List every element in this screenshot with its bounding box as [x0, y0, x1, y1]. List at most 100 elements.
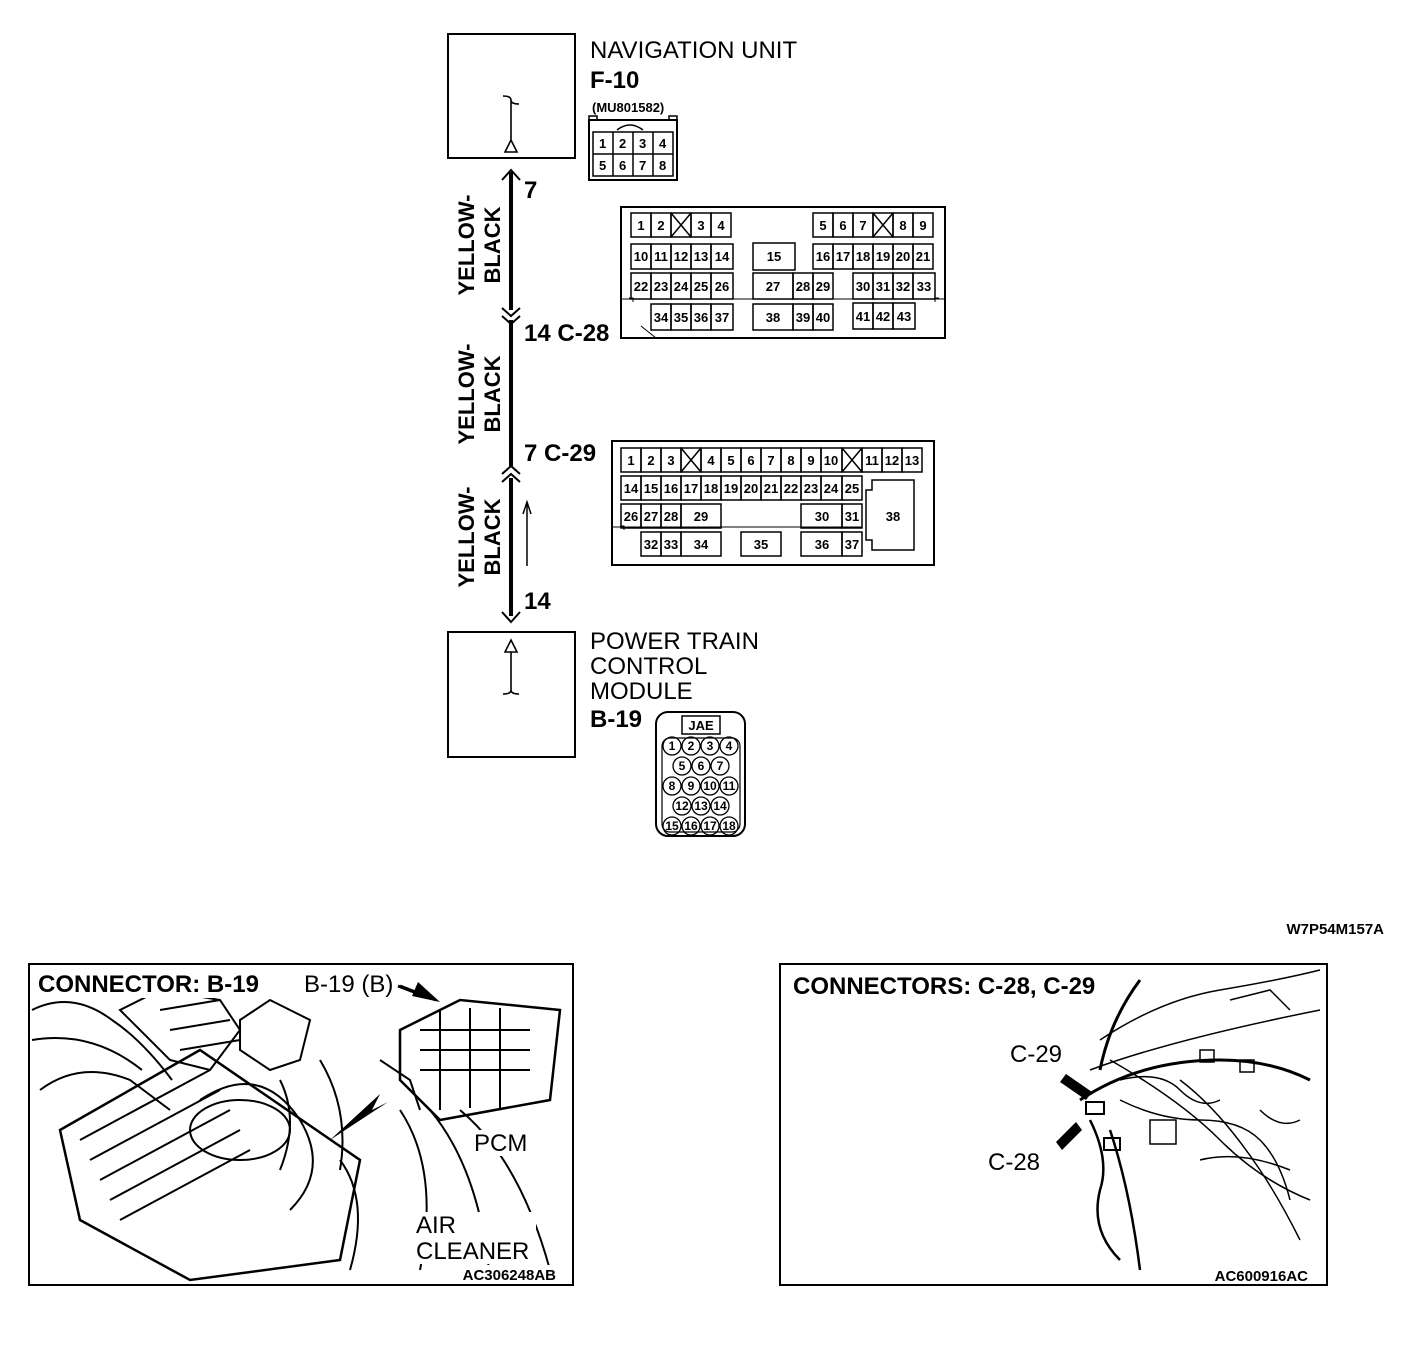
- svg-text:BLACK: BLACK: [480, 355, 505, 432]
- f10-connector-face: 1 2 3 4 5 6 7 8: [588, 115, 678, 181]
- f10-pin: 5: [599, 158, 606, 173]
- label-air-cleaner: CLEANER: [416, 1238, 529, 1265]
- b19-pin: 13: [694, 799, 708, 813]
- wire-color-label: YELLOW- BLACK: [454, 487, 505, 588]
- b19-pin: 17: [703, 819, 717, 833]
- label-pcm: PCM: [474, 1130, 527, 1157]
- c29-pin: 8: [787, 453, 794, 468]
- c28-pin: 43: [897, 309, 911, 324]
- f10-pin: 1: [599, 136, 606, 151]
- c28-pin: 8: [899, 218, 906, 233]
- junction-symbol-c28: [501, 307, 521, 326]
- c28-pin: 39: [796, 310, 810, 325]
- b19-pin: 2: [688, 739, 695, 753]
- c28-connector-face: 1 2 3 4 5 6 7 8 9 10 11 12 13 14 15 16 1…: [620, 206, 946, 339]
- svg-text:YELLOW-: YELLOW-: [454, 195, 479, 296]
- c29-pin: 5: [727, 453, 734, 468]
- b19-pin: 16: [684, 819, 698, 833]
- signal-direction-arrow: [522, 499, 532, 566]
- c29-pin: 13: [905, 453, 919, 468]
- c28-pin: 13: [694, 249, 708, 264]
- c28-pin: 2: [657, 218, 664, 233]
- c28-pin: 5: [819, 218, 826, 233]
- c28-pin: 16: [816, 249, 830, 264]
- f10-pin: 6: [619, 158, 626, 173]
- c29-pin: 28: [664, 509, 678, 524]
- svg-text:YELLOW-: YELLOW-: [454, 487, 479, 588]
- c29-pin: 32: [644, 537, 658, 552]
- c28-pin: 4: [717, 218, 725, 233]
- c28-pin: 22: [634, 279, 648, 294]
- panel-c28-c29-title: CONNECTORS: C-28, C-29: [793, 973, 1095, 1000]
- f10-pin: 4: [659, 136, 667, 151]
- nav-terminal-symbol: [502, 95, 520, 153]
- f10-pin: 7: [639, 158, 646, 173]
- c29-pin: 38: [886, 509, 900, 524]
- c28-pin: 25: [694, 279, 708, 294]
- c29-pin: 4: [707, 453, 715, 468]
- c28-pin: 3: [697, 218, 704, 233]
- f10-pin: 2: [619, 136, 626, 151]
- c29-pin: 7: [767, 453, 774, 468]
- b19-pin: 4: [726, 739, 733, 753]
- c28-pin: 37: [715, 310, 729, 325]
- c28-pin: 38: [766, 310, 780, 325]
- c29-pin: 10: [824, 453, 838, 468]
- c29-pin: 27: [644, 509, 658, 524]
- c28-pin: 35: [674, 310, 688, 325]
- junction-symbol-c29: [501, 464, 521, 483]
- svg-text:BLACK: BLACK: [480, 498, 505, 575]
- b19-pin: 12: [675, 799, 689, 813]
- c28-pin: 27: [766, 279, 780, 294]
- b19-pin: 1: [669, 739, 676, 753]
- c29-pin: 29: [694, 509, 708, 524]
- c29-pin: 22: [784, 481, 798, 496]
- c29-pin: 31: [845, 509, 859, 524]
- c29-pin: 16: [664, 481, 678, 496]
- c28-pin: 33: [917, 279, 931, 294]
- c28-pin: 42: [876, 309, 890, 324]
- c28-pin: 32: [896, 279, 910, 294]
- panel-b19-code: AC306248AB: [463, 1267, 557, 1284]
- svg-text:YELLOW-: YELLOW-: [454, 344, 479, 445]
- pin-label-c29: 7 C-29: [524, 440, 596, 467]
- panel-b19-title: CONNECTOR: B-19: [38, 971, 259, 998]
- c29-pin: 6: [747, 453, 754, 468]
- b19-pin: 5: [679, 759, 686, 773]
- label-c28: C-28: [988, 1149, 1040, 1176]
- b19-connector-face: JAE 1 2 3 4 5 6 7 8 9 10 11 12 13 14 15 …: [655, 711, 746, 837]
- c28-pin: 15: [767, 249, 781, 264]
- c28-pin: 18: [856, 249, 870, 264]
- panel-connector-b19: CONNECTOR: B-19 B-19 (B) PCM AIR CLEANER…: [28, 963, 574, 1286]
- c29-pin: 9: [807, 453, 814, 468]
- c28-pin: 9: [919, 218, 926, 233]
- navigation-unit-part-number: (MU801582): [592, 100, 664, 115]
- c29-pin: 18: [704, 481, 718, 496]
- c29-pin: 37: [845, 537, 859, 552]
- c29-pin: 24: [824, 481, 839, 496]
- c28-pin: 34: [654, 310, 669, 325]
- panel-c28-c29-code: AC600916AC: [1215, 1268, 1309, 1285]
- c29-pin: 33: [664, 537, 678, 552]
- b19-pin: 6: [698, 759, 705, 773]
- callout-arrow-b19-head: [412, 982, 440, 1002]
- pin-label-b19: 14: [524, 588, 551, 615]
- navigation-unit-label: NAVIGATION UNIT: [590, 37, 797, 64]
- dashboard-harness-illustration: [1079, 969, 1321, 1271]
- b19-pin: 11: [723, 779, 736, 793]
- b19-pin: 18: [722, 819, 736, 833]
- b19-pin: 9: [688, 779, 695, 793]
- c28-pin: 23: [654, 279, 668, 294]
- c29-pin: 3: [667, 453, 674, 468]
- pcm-label-line: CONTROL: [590, 653, 707, 680]
- wire-color-label: YELLOW- BLACK: [454, 344, 505, 445]
- f10-pin: 3: [639, 136, 646, 151]
- pin-label-f10: 7: [524, 177, 537, 204]
- b19-pin: 7: [717, 759, 724, 773]
- c29-pin: 19: [724, 481, 738, 496]
- c28-pin: 1: [637, 218, 644, 233]
- c28-pin: 31: [876, 279, 890, 294]
- pcm-connector-id: B-19: [590, 706, 642, 733]
- c28-pin: 28: [796, 279, 810, 294]
- connector-symbol-b19: [501, 611, 521, 624]
